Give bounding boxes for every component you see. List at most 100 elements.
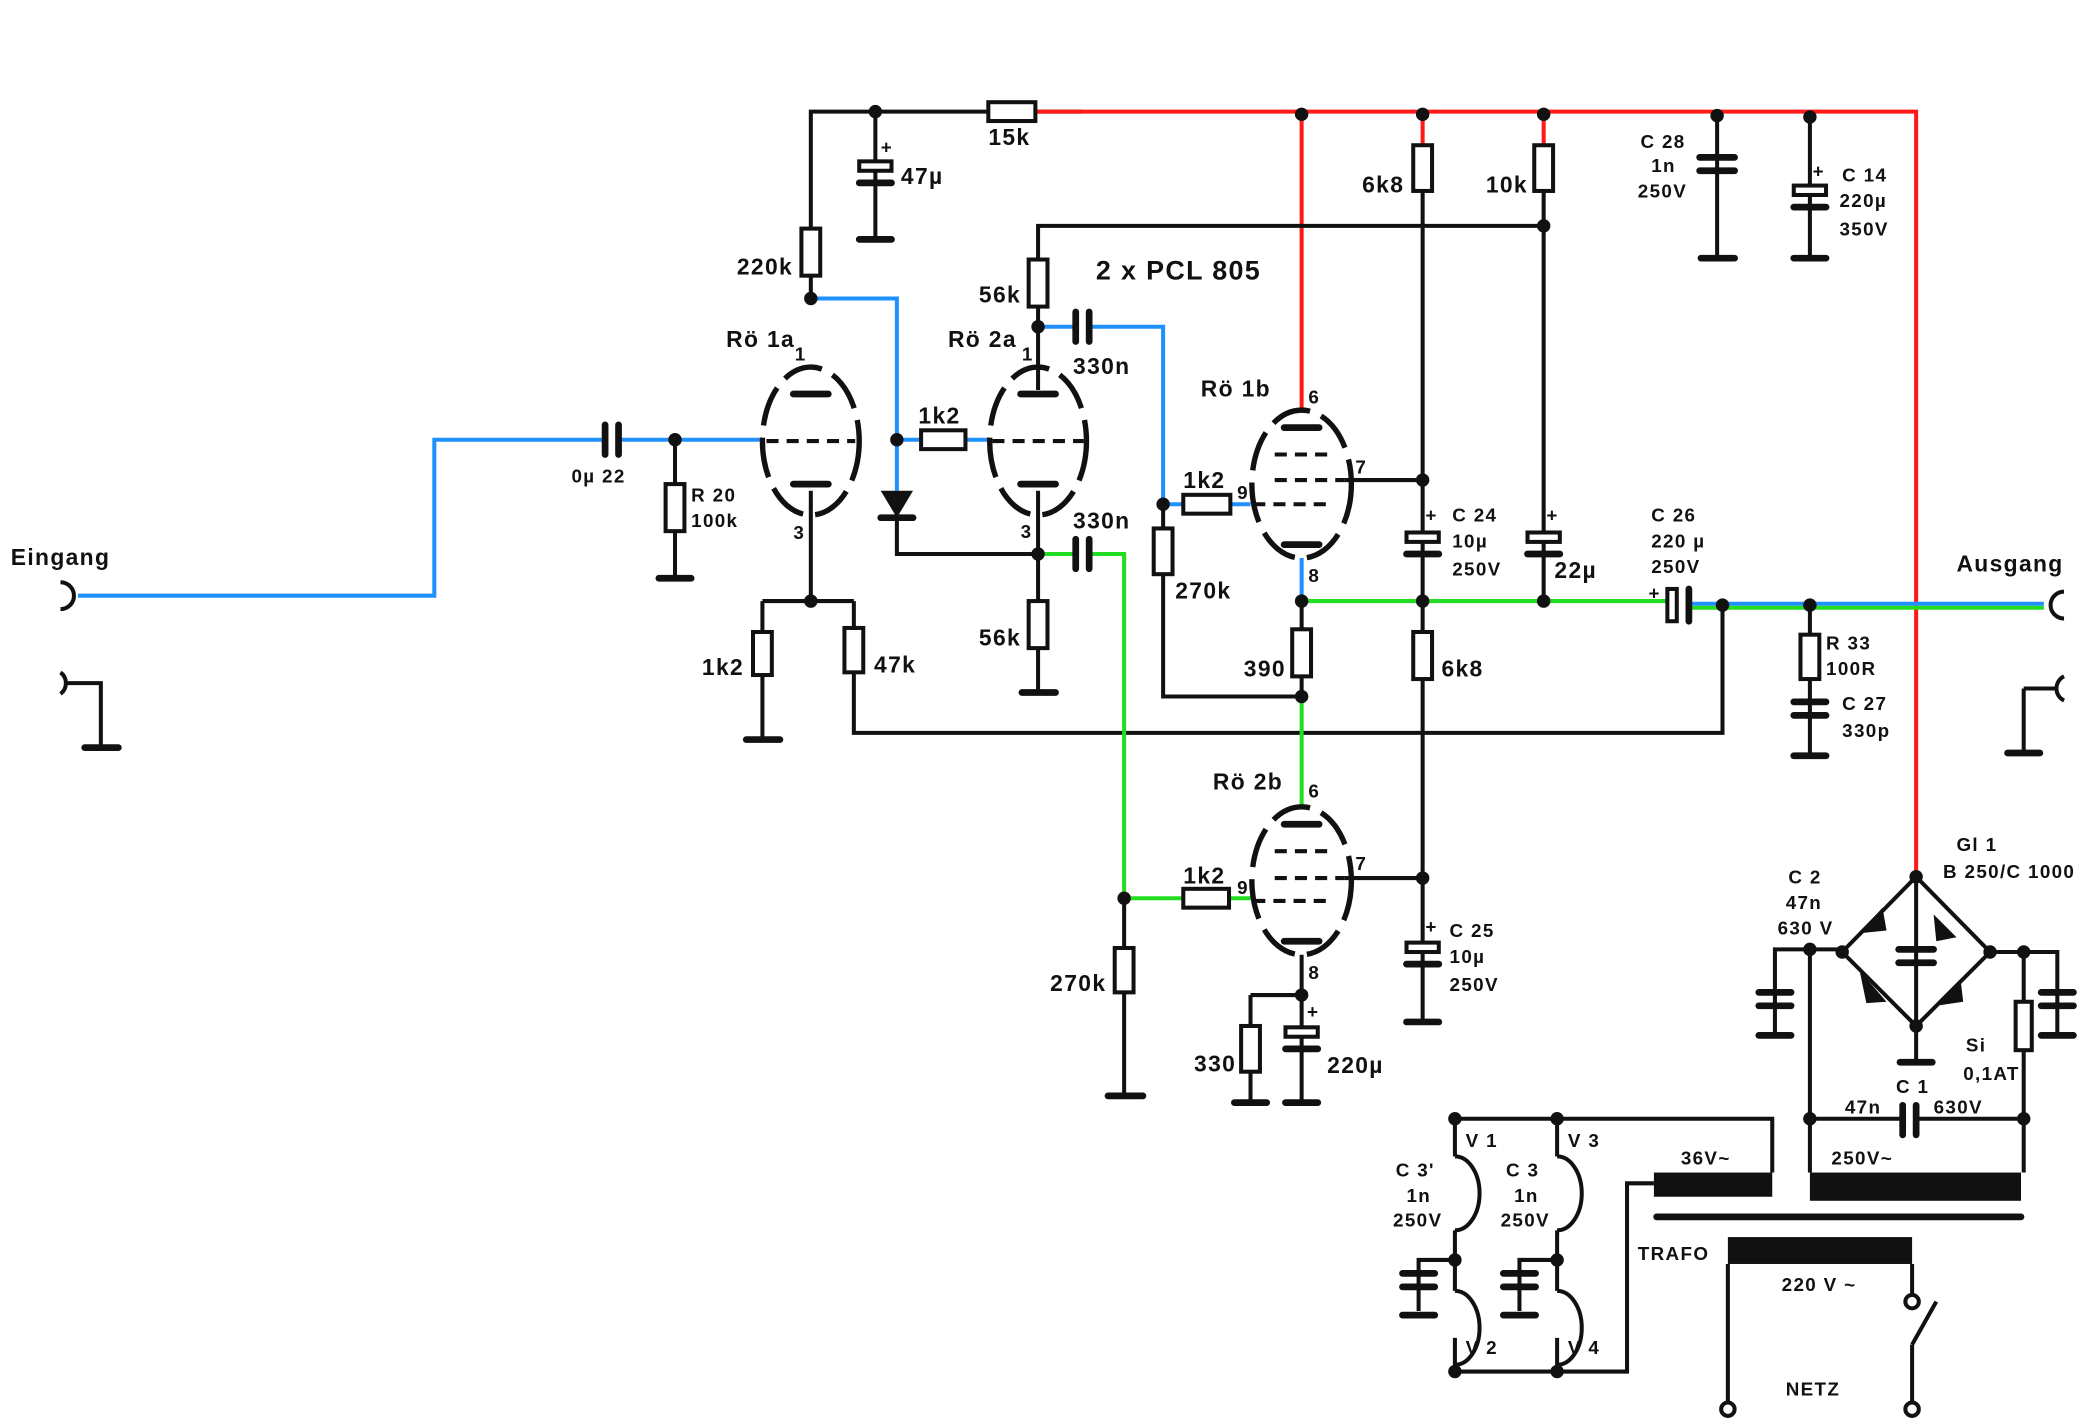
- polarity-mark: +: [1425, 916, 1437, 937]
- label: R 33: [1826, 632, 1871, 653]
- pin-label: 3: [1021, 521, 1033, 542]
- transformer: [1653, 1172, 2025, 1418]
- pin-label: 9: [1237, 482, 1249, 503]
- label: V 3: [1568, 1130, 1600, 1151]
- label: 250V: [1501, 1209, 1550, 1230]
- label: 270k: [1175, 577, 1231, 603]
- label: 10µ: [1450, 946, 1486, 967]
- label: 330p: [1842, 720, 1890, 741]
- label: 1k2: [702, 654, 744, 680]
- label: 56k: [979, 624, 1021, 650]
- label: C 14: [1842, 165, 1887, 186]
- label: V 2: [1466, 1337, 1498, 1358]
- label: 10k: [1486, 171, 1528, 197]
- label: C 3': [1396, 1160, 1435, 1181]
- label: 1n: [1651, 155, 1676, 176]
- resistors: [663, 100, 2034, 1074]
- label: 1k2: [1183, 467, 1225, 493]
- tube-label: Rö 1a: [726, 326, 795, 352]
- label: C 24: [1452, 505, 1497, 526]
- pin-label: 8: [1308, 565, 1320, 586]
- tube-label: Rö 2a: [948, 326, 1017, 352]
- label: 220µ: [1327, 1052, 1384, 1078]
- switch-contact: [1903, 1292, 1921, 1311]
- label: 330n: [1073, 353, 1130, 379]
- label: 36V~: [1681, 1147, 1731, 1168]
- label: 47k: [874, 651, 916, 677]
- label: 47n: [1786, 892, 1822, 913]
- label: 350V: [1839, 218, 1888, 239]
- grounds: [81, 235, 2077, 1319]
- label: C 1: [1896, 1076, 1929, 1097]
- polarity-mark: +: [1546, 505, 1558, 526]
- label: 250V~: [1831, 1147, 1893, 1168]
- label: V 4: [1568, 1337, 1600, 1358]
- label: C 2: [1788, 866, 1821, 887]
- pin-label: 3: [793, 522, 805, 543]
- label: 330n: [1073, 507, 1130, 533]
- pin-label: 6: [1308, 386, 1320, 407]
- label: 250V: [1393, 1209, 1442, 1230]
- label: 220 V ~: [1782, 1274, 1857, 1295]
- label: NETZ: [1786, 1379, 1841, 1400]
- junctions: [668, 104, 2031, 1379]
- label: 1n: [1514, 1185, 1539, 1206]
- label: 250V: [1651, 556, 1700, 577]
- label: TRAFO: [1638, 1243, 1710, 1264]
- label: 390: [1244, 655, 1286, 681]
- label: 47µ: [901, 163, 944, 189]
- label: 100k: [691, 510, 738, 531]
- mains-terminal: [1719, 1400, 1737, 1418]
- wires: [64, 109, 2060, 1406]
- pin-label: 9: [1237, 877, 1249, 898]
- label: 250V: [1452, 559, 1501, 580]
- title: 2 x PCL 805: [1096, 256, 1261, 286]
- label: Gl 1: [1956, 834, 1997, 855]
- label: 56k: [979, 282, 1021, 308]
- polarity-mark: +: [1425, 505, 1437, 526]
- pin-label: 1: [1022, 343, 1034, 364]
- input-label: Eingang: [11, 544, 111, 570]
- label: 10µ: [1452, 530, 1488, 551]
- label: 220 µ: [1651, 530, 1705, 551]
- polarity-mark: +: [1307, 1001, 1319, 1022]
- labels: 2 x PCL 805 Eingang Ausgang 15k 47µ 220k…: [11, 124, 2075, 1400]
- pin-label: 7: [1355, 853, 1367, 874]
- pin-label: 6: [1308, 780, 1320, 801]
- label: C 25: [1450, 920, 1495, 941]
- label: V 1: [1466, 1130, 1498, 1151]
- polarity-mark: +: [1649, 583, 1661, 604]
- tube-label: Rö 2b: [1213, 768, 1283, 794]
- label: 630 V: [1778, 918, 1834, 939]
- label: 220k: [737, 253, 793, 279]
- label: 220µ: [1839, 190, 1887, 211]
- polarity-mark: +: [881, 136, 893, 157]
- label: C 27: [1842, 693, 1887, 714]
- label: 22µ: [1554, 557, 1597, 583]
- pin-label: 7: [1355, 456, 1367, 477]
- label: 6k8: [1441, 655, 1483, 681]
- polarity-mark: +: [1813, 161, 1825, 182]
- label: 630V: [1934, 1096, 1983, 1117]
- label: C 28: [1640, 131, 1685, 152]
- diodes: [877, 490, 1964, 1006]
- label: B 250/C 1000: [1943, 861, 2075, 882]
- label: 330: [1194, 1051, 1236, 1077]
- label: 100R: [1826, 658, 1876, 679]
- label: 250V: [1638, 181, 1687, 202]
- pin-label: 1: [795, 343, 807, 364]
- tubes: [759, 364, 1355, 958]
- label: C 26: [1651, 505, 1696, 526]
- label: 1k2: [918, 403, 960, 429]
- label: 1k2: [1183, 862, 1225, 888]
- label: 6k8: [1362, 171, 1404, 197]
- pin-label: 8: [1308, 962, 1320, 983]
- mains-terminal: [1903, 1400, 1921, 1418]
- label: Si: [1966, 1035, 1986, 1056]
- label: 270k: [1050, 970, 1106, 996]
- label: C 3: [1506, 1160, 1539, 1181]
- label: 15k: [988, 124, 1030, 150]
- capacitors: [601, 153, 2077, 1291]
- label: R 20: [691, 485, 736, 506]
- label: 250V: [1450, 974, 1499, 995]
